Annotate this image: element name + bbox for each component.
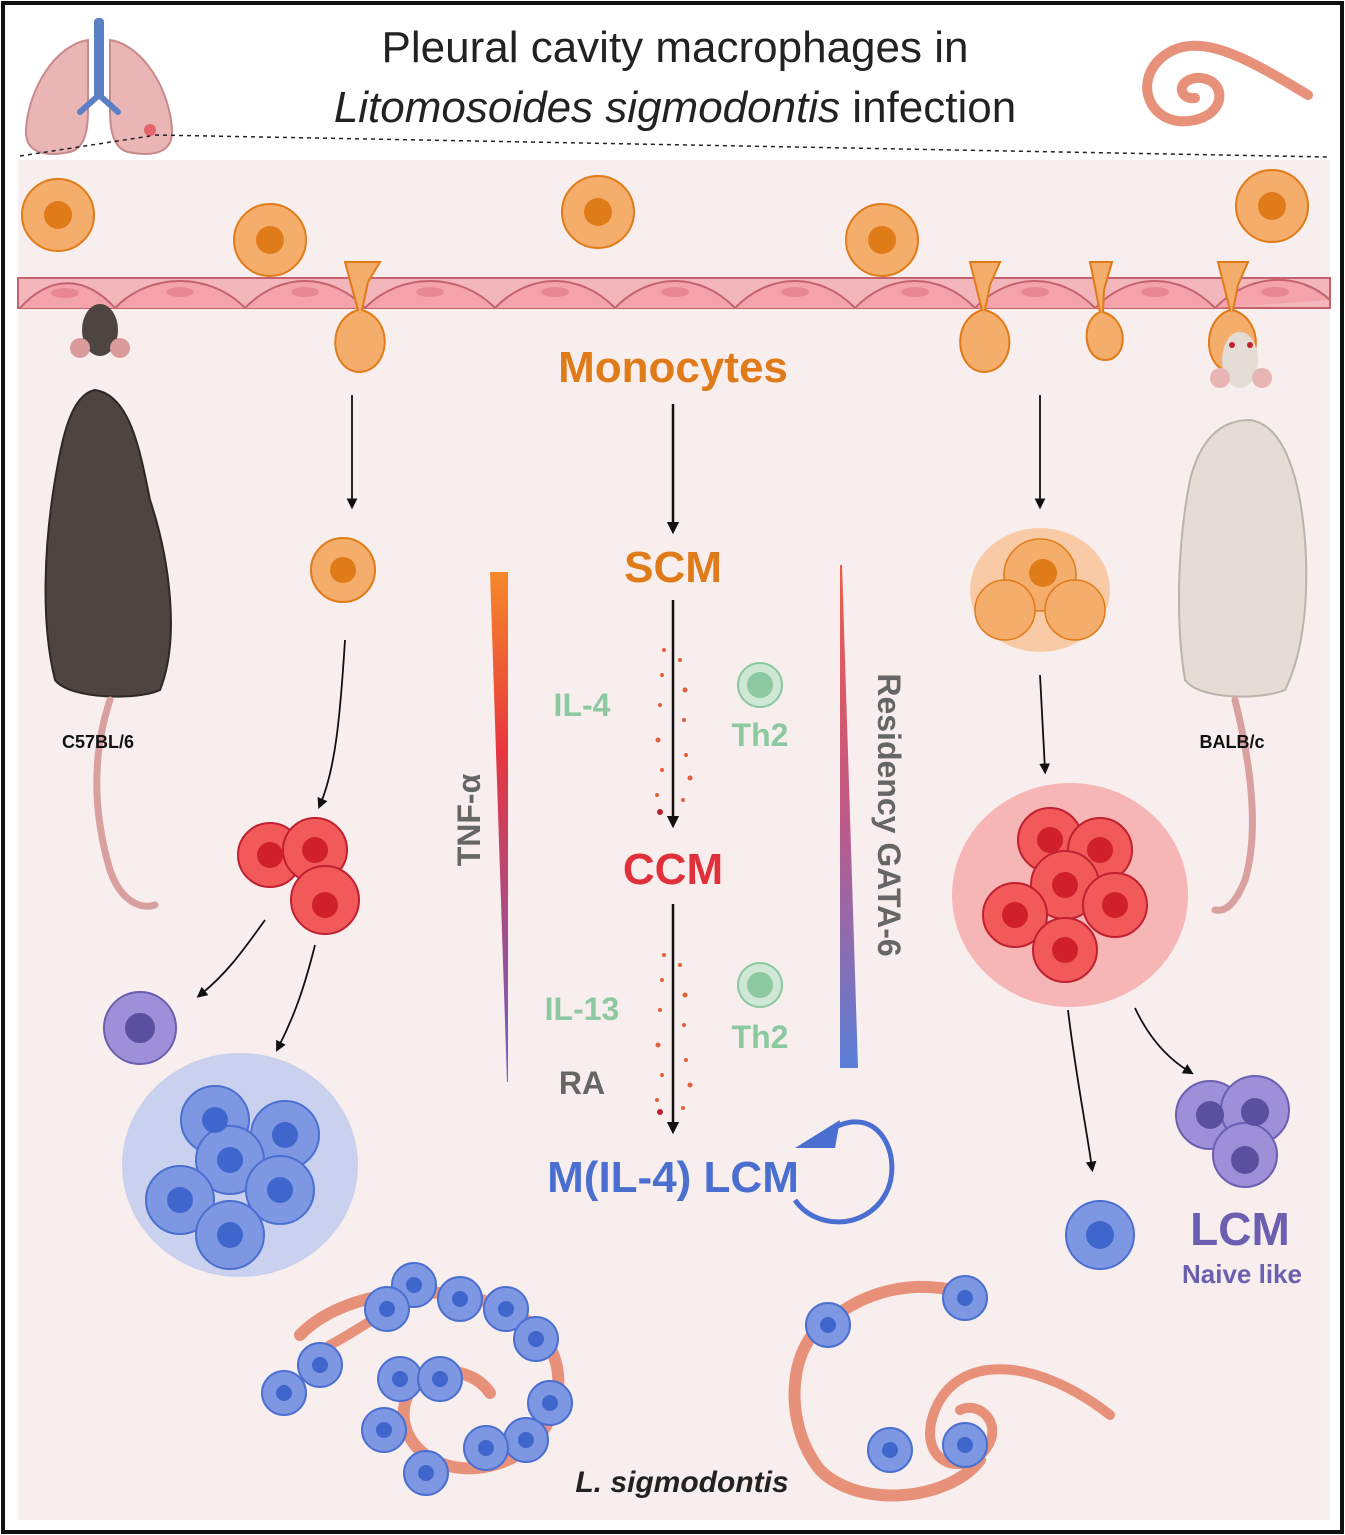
parasite-label: L. sigmodontis <box>575 1466 788 1499</box>
strain-right-label: BALB/c <box>1199 732 1264 752</box>
left-scm-cell <box>310 537 376 603</box>
black-mouse <box>44 304 172 910</box>
monocytes-label: Monocytes <box>558 343 788 392</box>
ra-label: RA <box>559 1065 605 1101</box>
worm-left-visible <box>261 1262 573 1496</box>
scm-label: SCM <box>624 543 722 592</box>
arrow-left-3 <box>196 919 266 998</box>
arrow-right-2 <box>1039 674 1051 775</box>
cytokine-dots-2 <box>655 953 693 1115</box>
tnf-gradient-bar <box>490 572 508 1082</box>
final-label: M(IL-4) LCM <box>547 1153 799 1202</box>
left-ccm-cluster <box>237 817 360 935</box>
il4-label: IL-4 <box>554 687 611 723</box>
il13-label: IL-13 <box>545 991 620 1027</box>
right-naive-lcm-cluster <box>1175 1075 1290 1188</box>
header: Pleural cavity macrophages in Litomosoid… <box>19 18 1329 158</box>
strain-left-label: C57BL/6 <box>62 732 134 752</box>
worm-icon <box>1142 40 1313 127</box>
right-ccm-cluster <box>952 783 1188 1007</box>
right-outcome-subtitle: Naive like <box>1182 1259 1302 1289</box>
left-naive-lcm <box>103 991 177 1065</box>
arrow-left-2 <box>317 639 346 809</box>
right-lcm-cell <box>1065 1200 1135 1270</box>
title-line2: Litomosoides sigmodontis infection <box>334 83 1016 132</box>
mesothelium <box>17 277 1331 309</box>
white-mouse <box>1177 332 1308 914</box>
residency-label: Residency GATA-6 <box>871 673 907 956</box>
ccm-label: CCM <box>623 845 723 894</box>
left-lineage <box>103 395 376 1277</box>
left-lcm-cluster <box>122 1053 358 1277</box>
th2-cell-2 <box>737 962 783 1008</box>
blood-monocytes <box>21 169 1309 277</box>
right-outcome-title: LCM <box>1190 1203 1290 1255</box>
lung-icon <box>24 18 174 155</box>
title-suffix: infection <box>840 83 1016 132</box>
self-renewal-arrowhead <box>795 1120 840 1148</box>
worm-right <box>788 1275 1115 1502</box>
arrow-right-3 <box>1067 1009 1097 1173</box>
arrow-left-4 <box>276 944 316 1052</box>
residency-gradient-bar <box>840 565 858 1068</box>
title-species: Litomosoides sigmodontis <box>334 83 840 132</box>
th2-label-1: Th2 <box>732 717 789 753</box>
tnf-label: TNF-α <box>451 773 487 866</box>
cytokine-dots-1 <box>655 648 693 815</box>
th2-cell-1 <box>737 662 783 708</box>
title-line1: Pleural cavity macrophages in <box>382 23 969 72</box>
arrow-right-4 <box>1134 1007 1194 1075</box>
right-scm-cluster <box>970 528 1110 652</box>
self-renewal-arrow <box>792 1119 895 1225</box>
th2-label-2: Th2 <box>732 1019 789 1055</box>
right-lineage: LCM Naive like <box>952 395 1302 1289</box>
differentiation-pathway: Monocytes SCM CCM M(IL-4) LCM IL-4 Th2 <box>545 343 895 1225</box>
